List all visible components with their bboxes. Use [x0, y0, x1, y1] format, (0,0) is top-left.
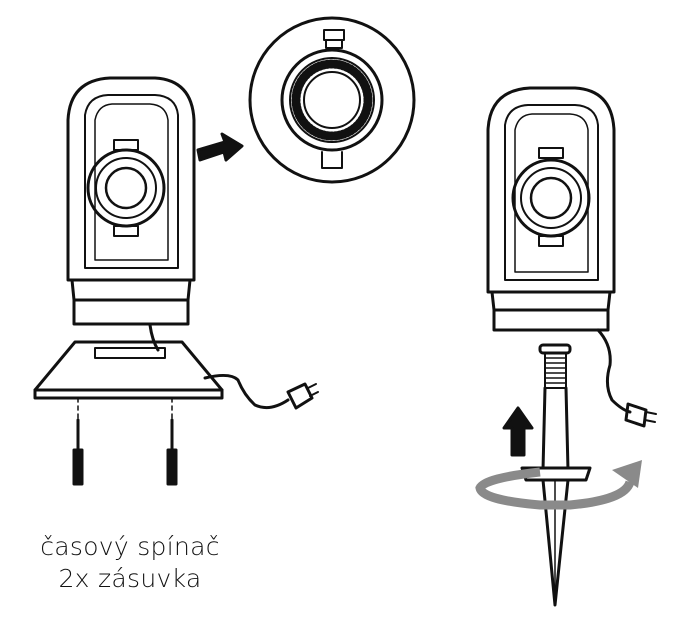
left-light-housing — [66, 76, 196, 326]
right-cable-plug — [596, 328, 657, 428]
right-light-housing — [486, 86, 616, 332]
caption-timer-switch: časový spínač — [40, 532, 220, 561]
screws — [77, 397, 173, 421]
ground-stake — [520, 343, 592, 607]
left-cable-plug — [203, 373, 319, 410]
rotate-arrow-icon — [475, 460, 642, 510]
arrow-right-icon — [196, 132, 244, 162]
mounting-base-plate — [33, 323, 224, 400]
caption-two-sockets: 2x zásuvka — [58, 564, 202, 593]
screwdrivers — [72, 418, 178, 486]
lens-detail-zoom — [248, 16, 416, 184]
arrow-up-icon — [502, 406, 534, 457]
